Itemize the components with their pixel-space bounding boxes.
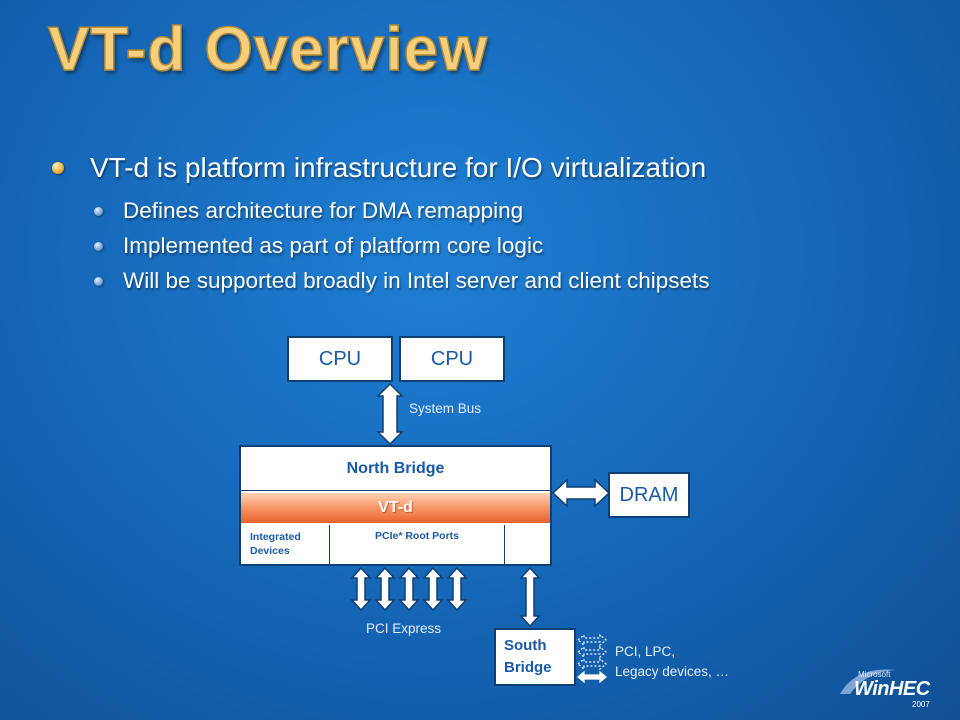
- south-bridge-box: South Bridge: [494, 628, 576, 686]
- pci-express-arrows: [350, 566, 468, 612]
- bullet-sub-1: Defines architecture for DMA remapping: [94, 198, 523, 224]
- cpu-box-left: CPU: [287, 336, 393, 382]
- pcie-root-ports-label: PCIe* Root Ports: [374, 530, 459, 542]
- system-bus-arrow: [376, 382, 404, 446]
- logo-year: 2007: [912, 700, 930, 709]
- winhec-swoosh-icon: [840, 669, 896, 694]
- bullet-sub-3: Will be supported broadly in Intel serve…: [94, 268, 710, 294]
- slide-title: VT-d Overview: [47, 14, 489, 85]
- logo-winhec: WinHEC: [854, 678, 930, 700]
- integrated-devices-cell: Integrated Devices: [241, 525, 330, 564]
- winhec-logo: Microsoft WinHEC 2007: [836, 664, 946, 712]
- dram-box: DRAM: [608, 472, 690, 518]
- legacy-line1: PCI, LPC,: [615, 644, 676, 659]
- south-bridge-arrow: [519, 566, 541, 628]
- dram-arrow: [551, 478, 611, 508]
- bullet-main: VT-d is platform infrastructure for I/O …: [52, 152, 706, 184]
- sub-bullet-icon: [94, 206, 103, 216]
- legacy-devices-label: PCI, LPC, Legacy devices, …: [615, 642, 729, 682]
- bullet-main-text: VT-d is platform infrastructure for I/O …: [90, 152, 707, 183]
- vtd-band: VT-d: [241, 493, 550, 523]
- pcie-root-ports-cell: PCIe* Root Ports: [330, 525, 505, 564]
- bullet-sub-2: Implemented as part of platform core log…: [94, 233, 543, 259]
- sub-bullet-icon: [94, 276, 103, 286]
- south-bridge-line2: Bridge: [504, 659, 552, 676]
- legacy-arrows: [577, 633, 607, 684]
- bullet-sub-text: Implemented as part of platform core log…: [123, 233, 544, 258]
- pci-express-label: PCI Express: [366, 621, 442, 636]
- cpu-box-right: CPU: [399, 336, 505, 382]
- system-bus-label: System Bus: [409, 401, 482, 416]
- sub-bullet-icon: [94, 241, 103, 251]
- integrated-devices-line2: Devices: [250, 545, 290, 557]
- legacy-line2: Legacy devices, …: [615, 664, 730, 679]
- north-bridge-box: North Bridge VT-d Integrated Devices PCI…: [239, 445, 552, 566]
- bullet-sub-text: Defines architecture for DMA remapping: [123, 198, 524, 223]
- bullet-icon: [52, 162, 64, 174]
- north-bridge-label: North Bridge: [241, 447, 550, 491]
- south-bridge-line1: South: [504, 637, 547, 654]
- integrated-devices-line1: Integrated: [250, 531, 301, 543]
- logo-microsoft: Microsoft: [858, 670, 891, 679]
- bullet-sub-text: Will be supported broadly in Intel serve…: [123, 268, 710, 293]
